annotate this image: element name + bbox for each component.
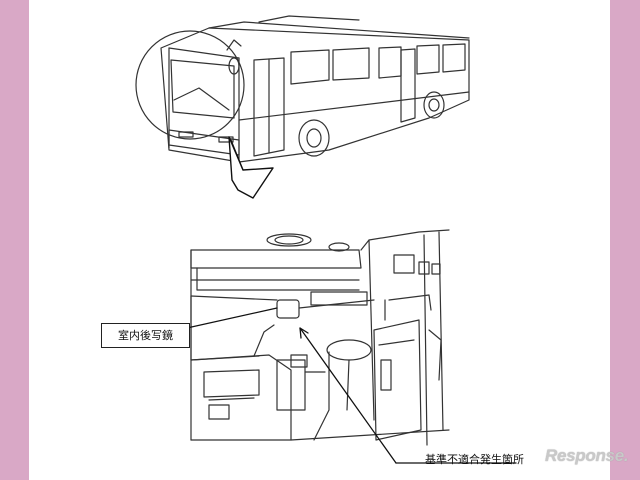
arrow-icon (228, 136, 274, 199)
rear-view-mirror-label: 室内後写鏡 (101, 323, 190, 348)
response-watermark: Response. (545, 446, 629, 465)
detail-circle (135, 30, 245, 140)
nonconforming-location-label: 基準不適合発生箇所 (425, 453, 524, 466)
rear-view-mirror (276, 299, 300, 319)
defect-leader-line (299, 327, 397, 464)
bus-exterior-drawing (160, 15, 470, 163)
bus-illustration (135, 15, 517, 464)
bus-interior-drawing (190, 229, 450, 446)
diagram-sheet: 室内後写鏡 基準不適合発生箇所 Response. (29, 0, 629, 480)
